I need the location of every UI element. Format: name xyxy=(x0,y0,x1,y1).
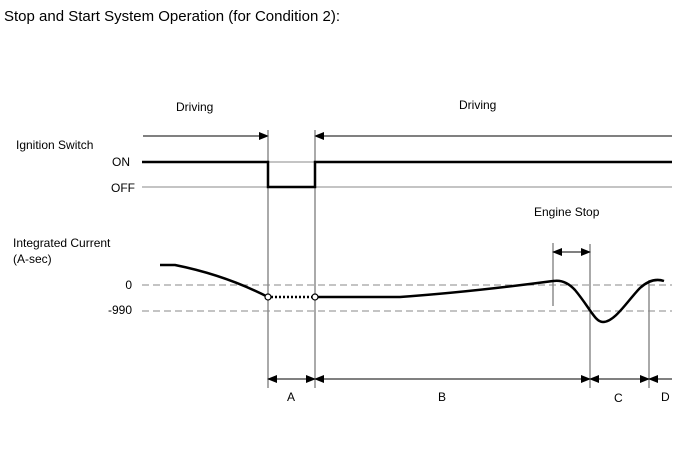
period-b-label: B xyxy=(438,390,447,404)
zero-label: 0 xyxy=(125,278,132,292)
ignition-switch-signal xyxy=(142,160,672,189)
integrated-current-unit-label: (A-sec) xyxy=(13,252,52,266)
integrated-current-curve-recovery xyxy=(315,278,665,324)
period-d-label: D xyxy=(661,390,670,404)
page-title: Stop and Start System Operation (for Con… xyxy=(4,8,340,25)
period-c-label: C xyxy=(614,391,623,405)
driving-label-left: Driving xyxy=(176,100,214,114)
minus-990-label: -990 xyxy=(107,303,132,317)
off-label: OFF xyxy=(111,181,135,195)
engine-stop-label: Engine Stop xyxy=(534,205,600,219)
on-label: ON xyxy=(112,155,130,169)
curve-point-a-start xyxy=(264,293,272,301)
driving-label-right: Driving xyxy=(459,98,497,112)
curve-point-b-start xyxy=(311,293,319,301)
integrated-current-label: Integrated Current xyxy=(13,236,111,250)
period-a-label: A xyxy=(287,390,296,404)
integrated-current-curve-driving xyxy=(160,263,269,299)
ignition-switch-label: Ignition Switch xyxy=(16,138,94,152)
